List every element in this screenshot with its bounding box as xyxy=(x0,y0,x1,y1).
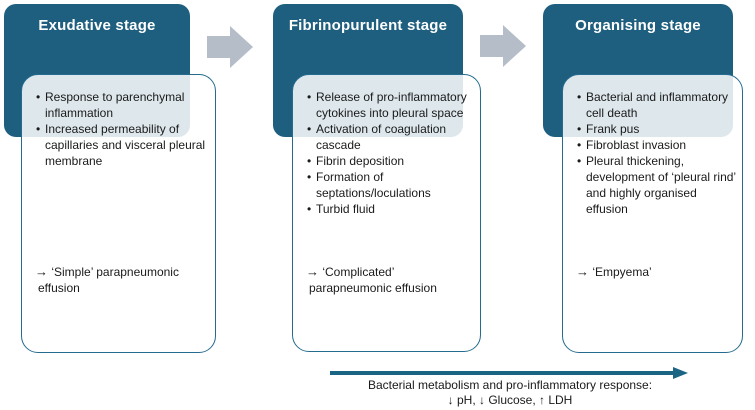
stage-card-organising: Bacterial and inflammatory cell death Fr… xyxy=(562,74,743,353)
right-arrow-icon: → xyxy=(306,264,319,279)
bullet-item: Pleural thickening, development of ‘pleu… xyxy=(577,153,736,217)
stage-outcome: → ‘Empyema’ xyxy=(576,264,735,280)
bullet-item: Release of pro-inflammatory cytokines in… xyxy=(307,89,474,121)
bullet-item: Frank pus xyxy=(577,121,736,137)
outcome-text: ‘Simple’ parapneumonic effusion xyxy=(38,265,179,295)
bullet-list: Release of pro-inflammatory cytokines in… xyxy=(293,75,480,217)
bullet-item: Turbid fluid xyxy=(307,201,474,217)
bullet-item: Response to parenchymal inflammation xyxy=(36,89,209,121)
bullet-list: Bacterial and inflammatory cell death Fr… xyxy=(563,75,742,217)
right-arrow-icon: → xyxy=(35,264,48,279)
bullet-item: Formation of septations/loculations xyxy=(307,169,474,201)
bullet-item: Activation of coagulation cascade xyxy=(307,121,474,153)
bullet-item: Fibroblast invasion xyxy=(577,137,736,153)
flow-arrow-icon xyxy=(480,25,526,67)
bullet-list: Response to parenchymal inflammation Inc… xyxy=(22,75,215,169)
stage-card-fibrinopurulent: Release of pro-inflammatory cytokines in… xyxy=(292,74,481,352)
timeline-caption: Bacterial metabolism and pro-inflammator… xyxy=(305,378,715,408)
stage-card-exudative: Response to parenchymal inflammation Inc… xyxy=(21,74,216,353)
stage-title: Organising stage xyxy=(575,17,701,34)
outcome-text: ‘Empyema’ xyxy=(592,265,652,279)
flow-arrow-icon xyxy=(207,26,253,68)
stage-outcome: → ‘Complicated’ parapneumonic effusion xyxy=(306,264,473,296)
stage-title: Fibrinopurulent stage xyxy=(288,17,448,34)
stage-title: Exudative stage xyxy=(38,17,156,34)
timeline-caption-line1: Bacterial metabolism and pro-inflammator… xyxy=(367,378,653,392)
bullet-item: Fibrin deposition xyxy=(307,153,474,169)
timeline-arrow-icon xyxy=(330,367,688,379)
outcome-text: ‘Complicated’ parapneumonic effusion xyxy=(309,265,437,295)
bullet-item: Increased permeability of capillaries an… xyxy=(36,121,209,169)
stage-outcome: → ‘Simple’ parapneumonic effusion xyxy=(35,264,208,296)
bullet-item: Bacterial and inflammatory cell death xyxy=(577,89,736,121)
timeline-caption-line2: ↓ pH, ↓ Glucose, ↑ LDH xyxy=(447,393,573,407)
right-arrow-icon: → xyxy=(576,264,589,279)
